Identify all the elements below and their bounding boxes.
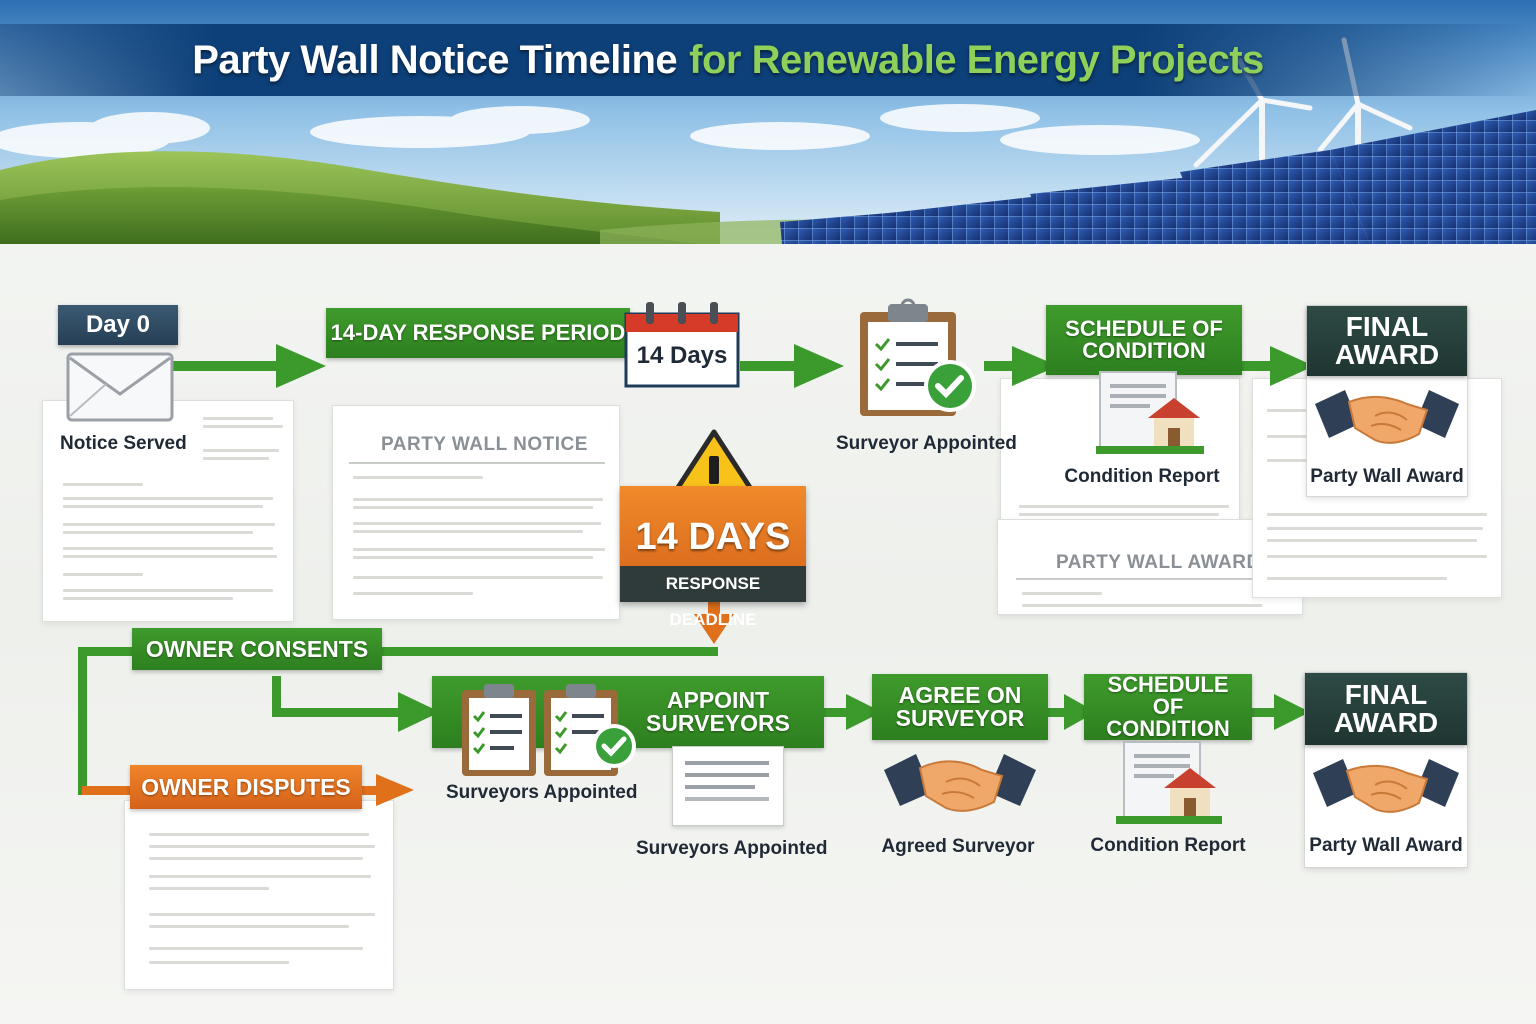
header-banner: Party Wall Notice Timeline for Renewable…	[0, 0, 1536, 244]
response-period-banner: 14-DAY RESPONSE PERIOD	[326, 308, 630, 358]
condition-report-icon	[1096, 368, 1206, 458]
appoint-surveyors-label: APPOINT SURVEYORS	[645, 687, 790, 736]
party-wall-award-doc-title: PARTY WALL AWARD	[1056, 552, 1261, 573]
deadline-days: 14 DAYS	[635, 516, 791, 558]
schedule-of-condition-banner: SCHEDULE OF CONDITION	[1046, 305, 1242, 375]
deadline-label: RESPONSE DEADLINE	[620, 566, 806, 629]
agree-on-surveyor-banner: AGREE ON SURVEYOR	[872, 674, 1048, 740]
final-award-banner: FINAL AWARD	[1307, 306, 1467, 376]
notice-served-caption: Notice Served	[60, 433, 187, 454]
calendar-icon: 14 Days	[622, 300, 742, 390]
dispute-document	[124, 800, 394, 990]
title-bar: Party Wall Notice Timeline for Renewable…	[0, 24, 1536, 96]
agreed-surveyor-caption: Agreed Surveyor	[881, 836, 1035, 857]
surveyors-appointed-icon-caption: Surveyors Appointed	[446, 782, 638, 803]
final-award-card: FINAL AWARD Party Wall Award	[1306, 305, 1468, 497]
handshake-icon	[884, 744, 1036, 828]
handshake-icon	[1313, 749, 1459, 834]
calendar-days-label: 14 Days	[636, 342, 728, 369]
condition-report-icon	[1114, 738, 1224, 828]
document-icon	[672, 746, 784, 826]
owner-disputes-banner: OWNER DISPUTES	[130, 765, 362, 809]
day-zero-badge: Day 0	[58, 305, 178, 345]
party-wall-award-caption-bottom: Party Wall Award	[1309, 835, 1463, 856]
clipboard-check-icon	[460, 680, 640, 780]
surveyors-appointed-doc-caption: Surveyors Appointed	[636, 838, 828, 859]
schedule-of-condition-banner-bottom: SCHEDULE OF CONDITION	[1084, 674, 1252, 740]
party-wall-award-caption: Party Wall Award	[1310, 466, 1464, 487]
surveyor-appointed-caption: Surveyor Appointed	[836, 433, 1017, 454]
title-main: Party Wall Notice Timeline	[192, 37, 678, 82]
final-award-banner-bottom: FINAL AWARD	[1305, 673, 1467, 745]
party-wall-notice-document: PARTY WALL NOTICE	[332, 405, 620, 620]
clipboard-check-icon	[856, 298, 984, 420]
party-wall-notice-doc-title: PARTY WALL NOTICE	[381, 434, 588, 455]
owner-consents-banner: OWNER CONSENTS	[132, 628, 382, 670]
condition-report-caption-bottom: Condition Report	[1090, 835, 1246, 856]
deadline-badge: 14 DAYS RESPONSE DEADLINE	[620, 486, 806, 629]
title-sub: for Renewable Energy Projects	[689, 37, 1264, 82]
envelope-icon	[66, 352, 174, 422]
notice-document	[42, 400, 294, 622]
final-award-card-bottom: FINAL AWARD Party Wall Award	[1304, 672, 1468, 868]
condition-report-caption: Condition Report	[1064, 466, 1220, 487]
handshake-icon	[1315, 380, 1459, 465]
